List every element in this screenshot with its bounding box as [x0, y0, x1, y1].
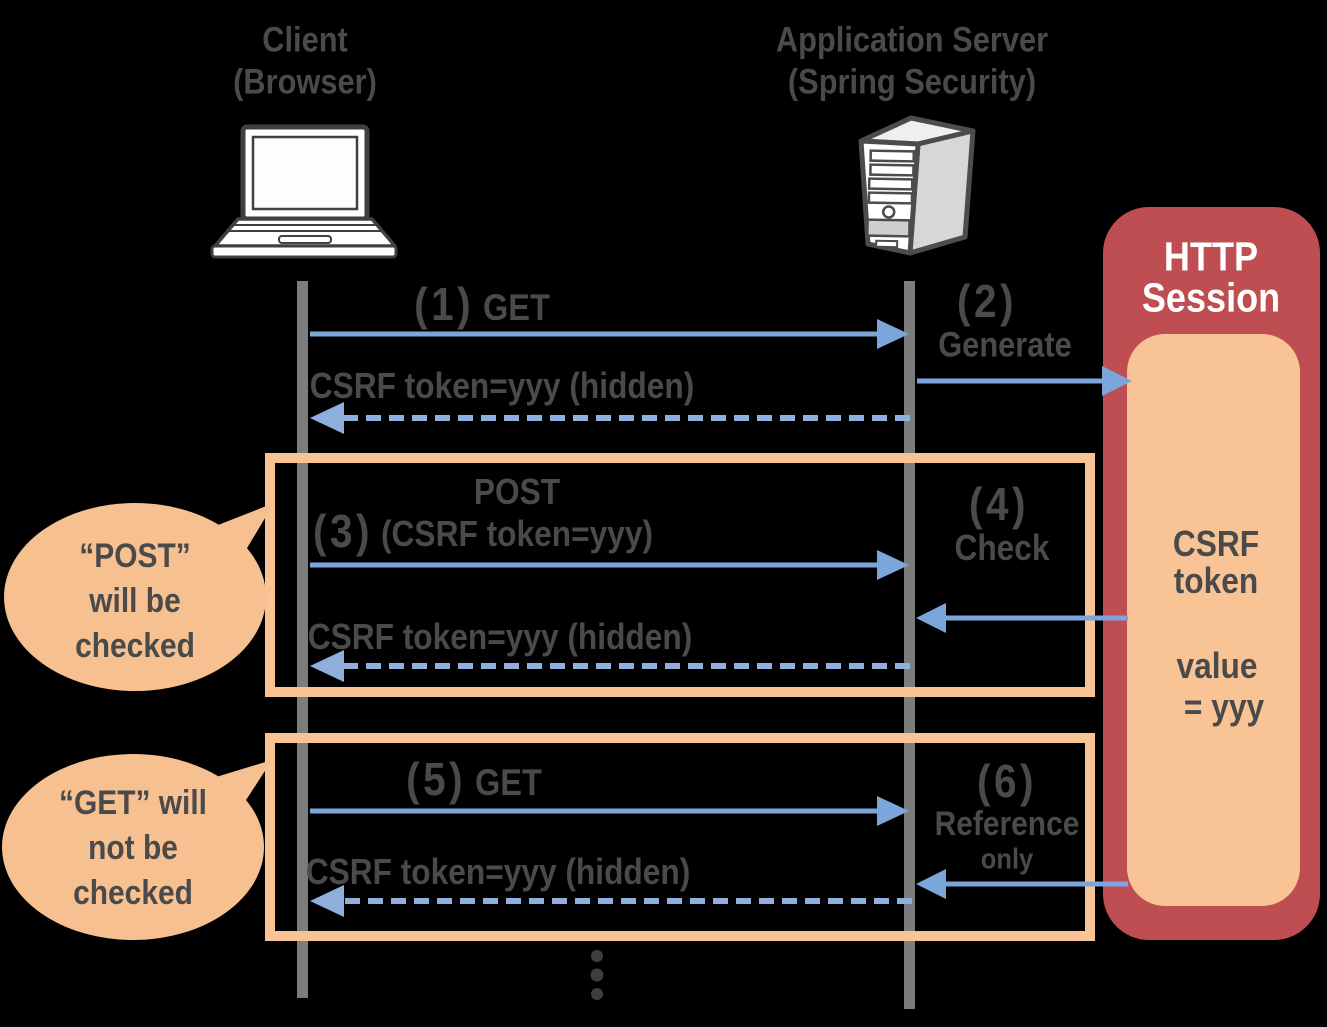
- response1-label: CSRF token=yyy (hidden): [309, 365, 695, 406]
- get-note-line2: not be: [88, 829, 178, 867]
- get-note-line3: checked: [73, 874, 193, 912]
- step3-label-line1: POST: [473, 471, 561, 512]
- session-title-line2: Session: [1141, 274, 1281, 321]
- step1-label: GET: [482, 287, 550, 328]
- message-step5: (5) GET: [406, 756, 542, 802]
- arrow-response1-token: [310, 402, 910, 434]
- application-server-icon: [858, 115, 976, 256]
- session-value-line1: value: [1176, 645, 1258, 686]
- step4-number: (4): [968, 478, 1030, 530]
- arrow-step1-get: [310, 319, 909, 349]
- session-item-line2: token: [1173, 560, 1259, 601]
- arrow-step3-post: [310, 550, 909, 580]
- post-sequence-highlight-box: [265, 453, 1095, 697]
- client-laptop-icon: [210, 124, 398, 259]
- session-title-line1: HTTP: [1163, 233, 1259, 280]
- step2-label: Generate: [938, 325, 1072, 365]
- server-actor-sub: (Spring Security): [787, 62, 1037, 102]
- session-item-line1: CSRF: [1172, 523, 1260, 564]
- get-sequence-highlight-box: [265, 733, 1095, 941]
- step5-number: (5): [406, 753, 467, 805]
- step6-number: (6): [976, 755, 1038, 807]
- post-note-line2: will be: [89, 582, 181, 620]
- message-step1: (1) GET: [414, 281, 550, 327]
- note-bubble-post-shape: [4, 503, 274, 691]
- session-value-line2: = yyy: [1183, 686, 1265, 727]
- step3-number: (3): [312, 505, 374, 557]
- step6-label-line1: Reference: [934, 805, 1080, 843]
- note-bubble-get-shape: [2, 754, 272, 940]
- step5-label: GET: [474, 762, 542, 803]
- step4-label: Check: [954, 527, 1050, 568]
- server-actor-name: Application Server: [775, 20, 1049, 60]
- arrow-response2-token: [310, 650, 910, 682]
- step2-number: (2): [956, 275, 1018, 327]
- step1-number: (1): [414, 278, 475, 330]
- client-actor-sub: (Browser): [233, 62, 377, 102]
- response3-label: CSRF token=yyy (hidden): [305, 851, 691, 892]
- response2-label: CSRF token=yyy (hidden): [307, 616, 693, 657]
- get-note-line1: “GET” will: [59, 784, 207, 822]
- csrf-token-store-box: [1127, 334, 1300, 906]
- post-note-line1: “POST”: [79, 537, 191, 575]
- step6-label-line2: only: [980, 843, 1034, 876]
- arrow-step2-generate: [917, 366, 1132, 396]
- client-lifeline: [297, 281, 308, 998]
- server-lifeline: [904, 281, 915, 1009]
- arrow-step5-get: [310, 796, 909, 826]
- arrow-step6-reference: [916, 869, 1128, 899]
- continuation-dots: [590, 950, 604, 1000]
- step3-label-line2: (CSRF token=yyy): [381, 513, 653, 554]
- post-note-line3: checked: [75, 627, 195, 665]
- arrow-step4-check: [916, 603, 1128, 633]
- client-actor-name: Client: [262, 20, 348, 60]
- arrow-response3-token: [310, 885, 912, 917]
